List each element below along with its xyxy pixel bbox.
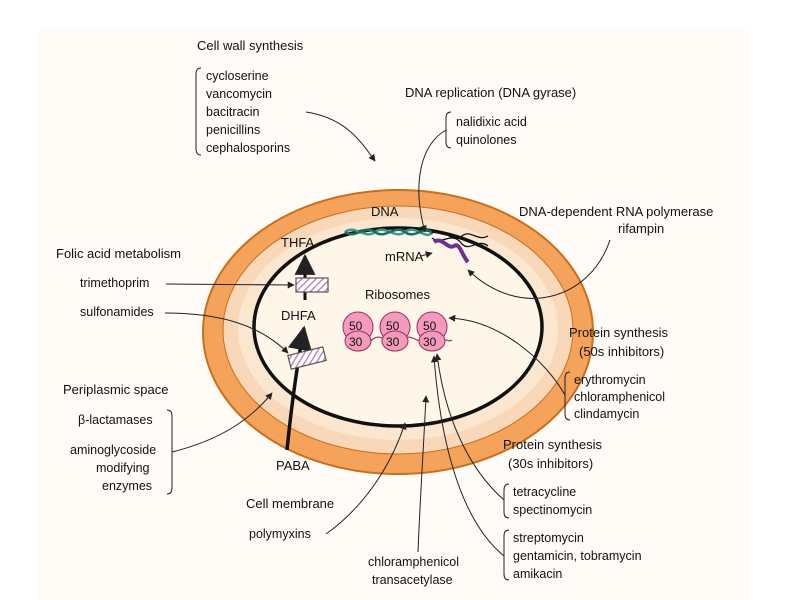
cell-wall-heading: Cell wall synthesis [197, 38, 304, 53]
drug-amikacin: amikacin [513, 567, 562, 581]
rna-polymerase-arrow [467, 239, 611, 299]
ribosome-30s-label: 30 [386, 335, 400, 349]
sulfonamide-arrow [164, 312, 289, 354]
drug-nalidixic-acid: nalidixic acid [456, 115, 527, 129]
protein-50s-bracket [564, 371, 571, 421]
periplasmic-heading: Periplasmic space [63, 382, 169, 397]
ribosome-50s-label: 50 [349, 319, 363, 333]
drug-chloramphenicol: chloramphenicol [574, 390, 665, 404]
drug-sulfonamides: sulfonamides [80, 305, 154, 319]
protein-30s-arrow-1 [434, 353, 505, 501]
drug-quinolones: quinolones [456, 133, 516, 147]
drug-tetracycline: tetracycline [513, 485, 576, 499]
ribosomes-label: Ribosomes [365, 287, 431, 302]
drug-spectinomycin: spectinomycin [513, 503, 592, 517]
aminoglycoside-line3: enzymes [102, 479, 152, 493]
protein-50s-arrow [448, 314, 566, 396]
periplasmic-arrow [171, 392, 273, 453]
ribosome: 50 30 [342, 311, 374, 352]
cell-wall-bracket [195, 67, 202, 156]
paba-to-dhfa-arrow [285, 325, 312, 451]
folic-acid-heading: Folic acid metabolism [56, 246, 181, 261]
paba-label: PABA [276, 458, 310, 473]
drug-cephalosporins: cephalosporins [206, 141, 290, 155]
dna-replication-heading: DNA replication (DNA gyrase) [405, 85, 576, 100]
trimethoprim-block [295, 277, 329, 293]
cell-wall-arrow [305, 111, 376, 162]
drug-vancomycin: vancomycin [206, 87, 272, 101]
aminoglycoside-line2: modifying [96, 461, 150, 475]
drug-trimethoprim: trimethoprim [80, 276, 149, 290]
dna-helix [344, 228, 489, 248]
drug-erythromycin: erythromycin [574, 373, 646, 387]
protein-30s-heading-1: Protein synthesis [503, 437, 602, 452]
thfa-label: THFA [281, 235, 315, 250]
mrna-pointer [420, 251, 433, 259]
beta-lactamases: β-lactamases [78, 413, 153, 427]
periplasmic-bracket [166, 409, 173, 495]
ribosome-30s-label: 30 [423, 335, 437, 349]
drug-polymyxins: polymyxins [249, 527, 311, 541]
ribosome: 50 30 [379, 311, 411, 352]
polymyxins-arrow [325, 422, 407, 535]
transacetylase-arrow [417, 395, 430, 553]
drug-streptomycin: streptomycin [513, 531, 584, 545]
ribosome-50s-label: 50 [386, 319, 400, 333]
mrna-label: mRNA [385, 249, 424, 264]
ribosome: 50 30 [416, 311, 448, 352]
drug-cycloserine: cycloserine [206, 69, 269, 83]
dna-label: DNA [371, 204, 399, 219]
dna-replication-bracket [445, 111, 452, 149]
drug-penicillins: penicillins [206, 123, 260, 137]
dhfa-label: DHFA [281, 308, 316, 323]
protein-30s-bracket-1 [503, 483, 510, 519]
drug-bacitracin: bacitracin [206, 105, 260, 119]
ribosome-50s-label: 50 [423, 319, 437, 333]
protein-50s-heading-1: Protein synthesis [569, 325, 668, 340]
sulfonamide-block [287, 346, 327, 370]
dna-replication-arrow [418, 129, 447, 233]
protein-30s-arrow-2 [430, 355, 505, 557]
trimethoprim-arrow [165, 281, 295, 289]
drug-clindamycin: clindamycin [574, 407, 639, 421]
protein-50s-heading-2: (50s inhibitors) [579, 344, 664, 359]
aminoglycoside-line1: aminoglycoside [70, 443, 156, 457]
mrna-strand [432, 238, 470, 264]
ribosome-30s-label: 30 [349, 335, 363, 349]
drug-gentamicin-tobramycin: gentamicin, tobramycin [513, 549, 642, 563]
protein-30s-bracket-2 [503, 529, 510, 581]
chloramphenicol-transacetylase-line2: transacetylase [372, 573, 453, 587]
protein-30s-heading-2: (30s inhibitors) [508, 456, 593, 471]
rna-polymerase-heading: DNA-dependent RNA polymerase [519, 204, 713, 219]
drug-rifampin: rifampin [618, 221, 664, 236]
cell-membrane-heading: Cell membrane [246, 496, 334, 511]
chloramphenicol-transacetylase-line1: chloramphenicol [368, 555, 459, 569]
